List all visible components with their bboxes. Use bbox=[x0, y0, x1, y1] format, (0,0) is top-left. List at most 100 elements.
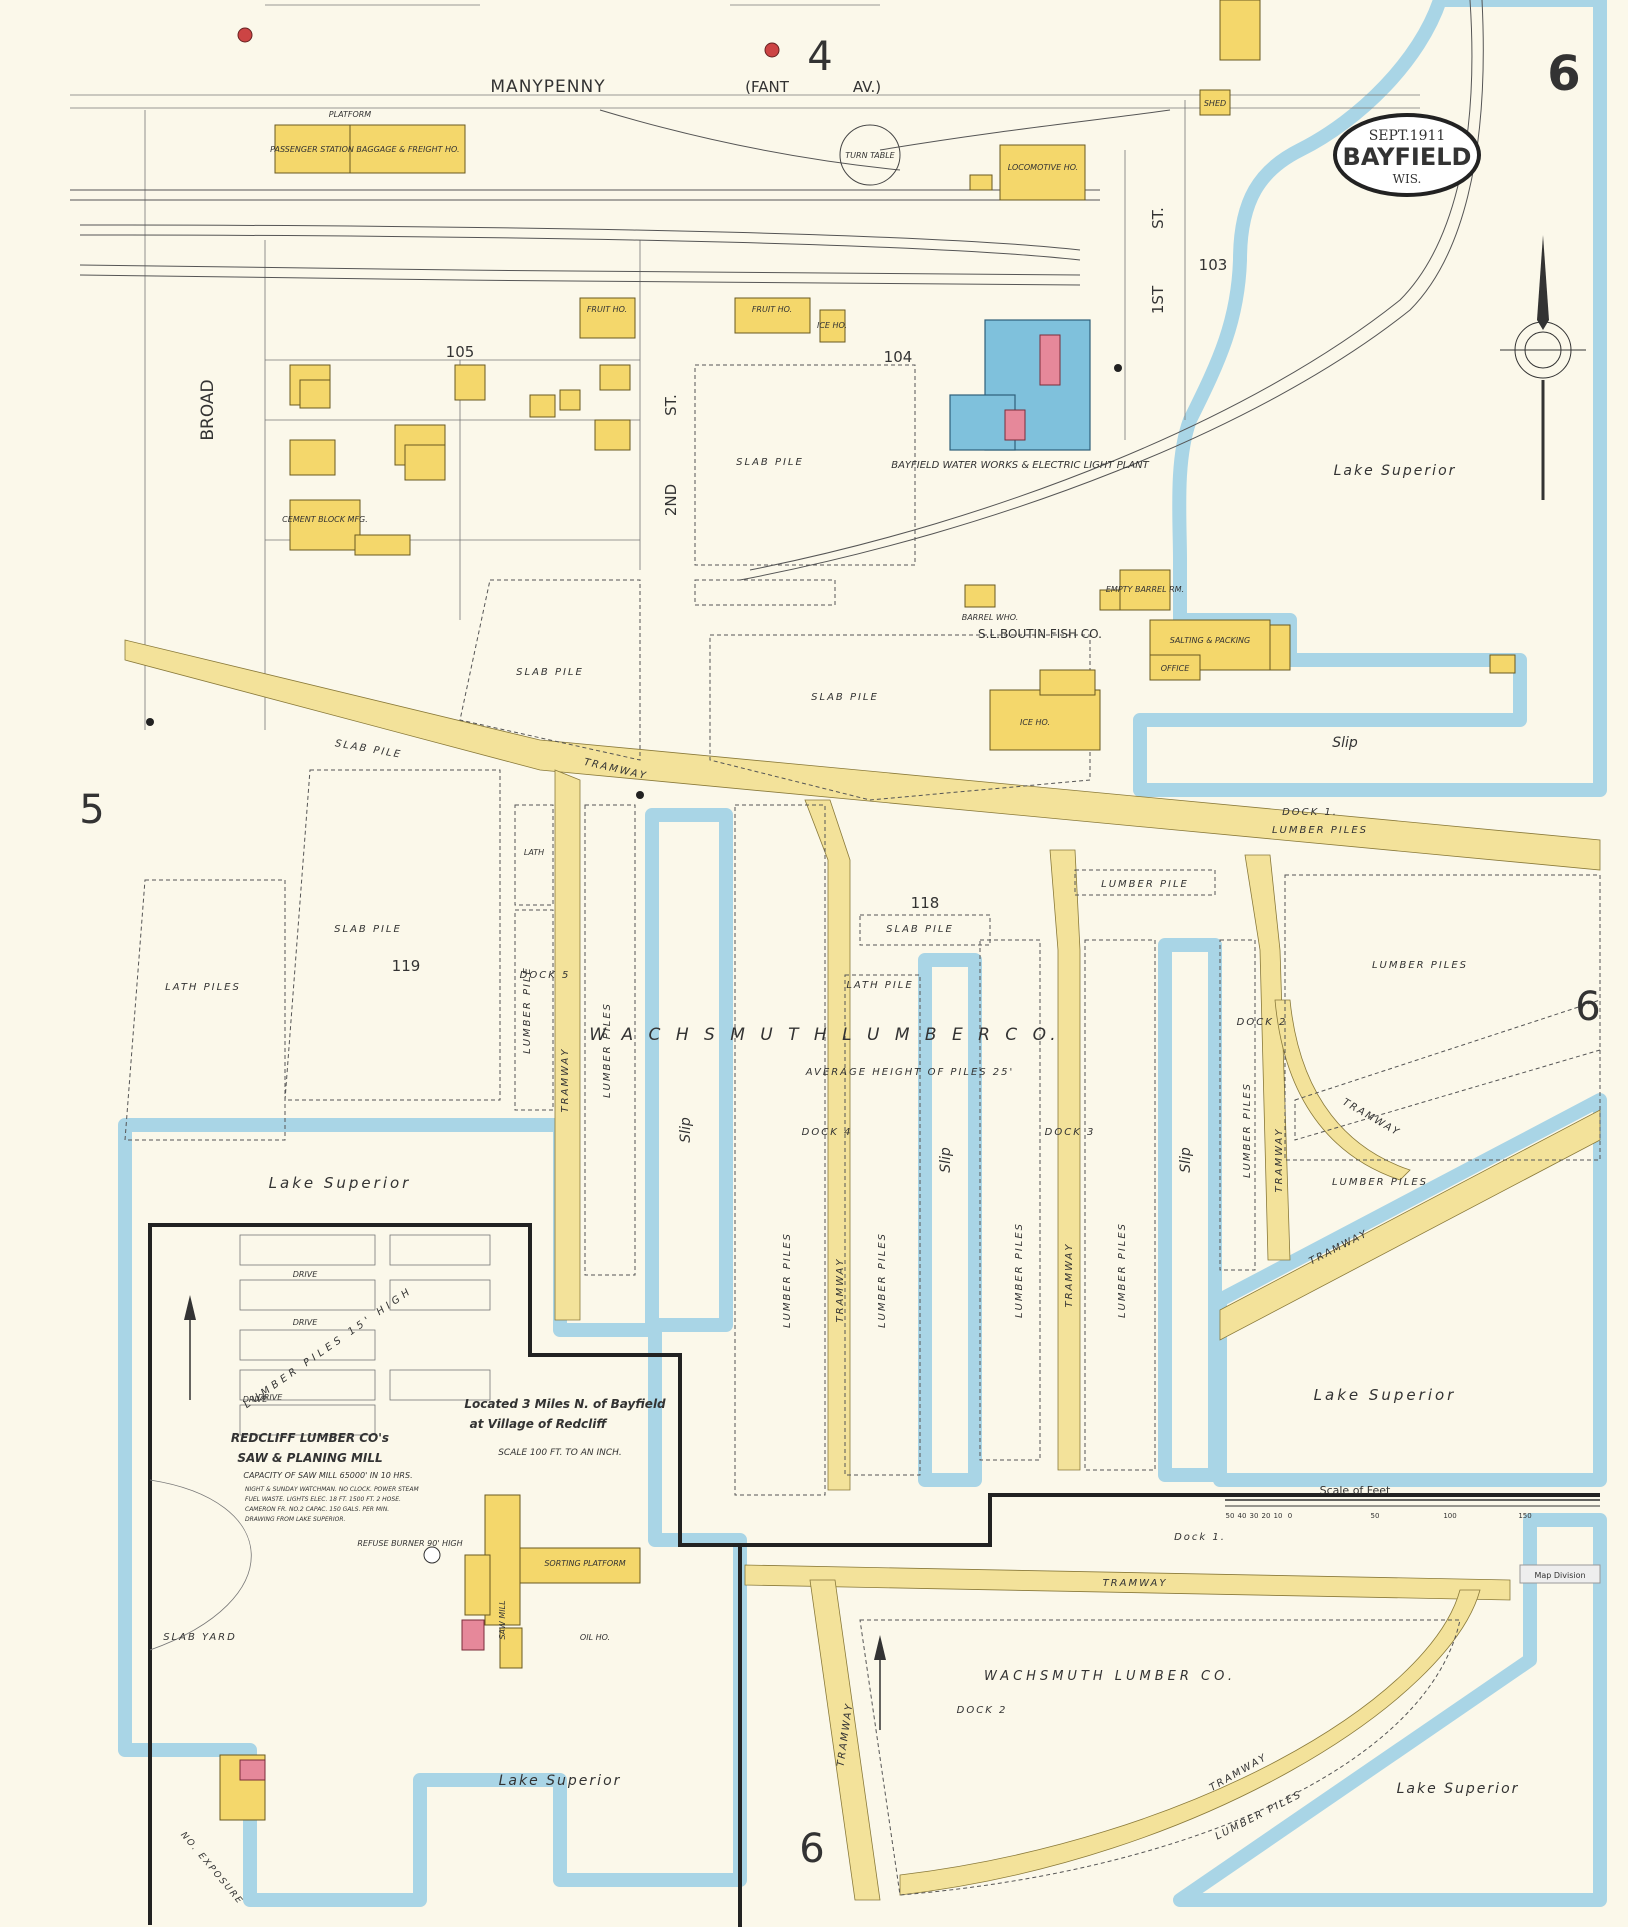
label-fruit-2: FRUIT HO. bbox=[752, 305, 792, 314]
label-slab-yard: SLAB YARD bbox=[163, 1632, 237, 1643]
redcliff-title-2: SAW & PLANING MILL bbox=[237, 1451, 382, 1465]
block-119: 119 bbox=[392, 957, 421, 975]
yard-outlines bbox=[124, 364, 1601, 1896]
label-ice-2: ICE HO. bbox=[1020, 718, 1050, 727]
label-lumber-piles-dock1: LUMBER PILES bbox=[1272, 825, 1368, 836]
scale-tick: 100 bbox=[1443, 1512, 1456, 1520]
label-slab-pile-5: SLAB PILE bbox=[334, 924, 402, 935]
label-tramway-d4: TRAMWAY bbox=[835, 1258, 846, 1323]
street-av: AV.) bbox=[853, 78, 881, 96]
label-fruit-1: FRUIT HO. bbox=[587, 305, 627, 314]
sorting-platform bbox=[519, 1547, 641, 1584]
redcliff-title-1: REDCLIFF LUMBER CO's bbox=[231, 1431, 389, 1445]
label-tramway-curve: TRAMWAY bbox=[1340, 1097, 1402, 1139]
adjacent-sheet-top: 4 bbox=[807, 34, 832, 80]
lake-inset-bottom bbox=[1173, 1513, 1607, 1907]
map-division-stamp bbox=[1519, 1564, 1601, 1584]
locomotive-house bbox=[999, 144, 1086, 201]
cement-block-mfg bbox=[289, 499, 361, 551]
label-locomotive: LOCOMOTIVE HO. bbox=[1008, 163, 1078, 172]
scale-of-feet bbox=[1225, 1499, 1600, 1507]
inset2-company: WACHSMUTH LUMBER CO. bbox=[984, 1669, 1236, 1684]
slip-2 bbox=[918, 953, 982, 1487]
street-fant: (FANT bbox=[745, 78, 790, 96]
label-ice-1: ICE HO. bbox=[817, 321, 847, 330]
lake-shoreline-main bbox=[1133, 0, 1607, 797]
label-water-works: BAYFIELD WATER WORKS & ELECTRIC LIGHT PL… bbox=[891, 460, 1149, 471]
label-slip-ne: Slip bbox=[1332, 735, 1358, 751]
label-cement: CEMENT BLOCK MFG. bbox=[282, 515, 368, 524]
label-empty-barrel: EMPTY BARREL RM. bbox=[1106, 585, 1184, 594]
label-lumber-piles-d4a: LUMBER PILES bbox=[782, 1232, 793, 1328]
buildings bbox=[219, 0, 1516, 1821]
redcliff-inset-border bbox=[148, 1223, 1600, 1925]
refuse-burner-marker bbox=[423, 1546, 441, 1564]
label-lumber-piles-right: LUMBER PILES bbox=[1372, 960, 1468, 971]
street-1st-st: ST. bbox=[1149, 207, 1167, 229]
label-slab-pile-3: SLAB PILE bbox=[811, 692, 879, 703]
block-105: 105 bbox=[446, 343, 475, 361]
baggage-freight-house bbox=[349, 124, 466, 174]
passenger-station bbox=[274, 124, 351, 174]
fruit-house-1 bbox=[579, 297, 636, 339]
label-drive-4: DRIVE bbox=[243, 1395, 269, 1404]
block-104: 104 bbox=[884, 348, 913, 366]
label-turntable: TURN TABLE bbox=[845, 151, 895, 160]
label-salting: SALTING & PACKING bbox=[1170, 636, 1251, 645]
scale-tick: 10 bbox=[1274, 1512, 1283, 1520]
label-tramway-d5: TRAMWAY bbox=[560, 1048, 571, 1113]
ice-house-1 bbox=[819, 309, 846, 343]
block-118: 118 bbox=[911, 894, 940, 912]
label-platform: PLATFORM bbox=[329, 110, 372, 119]
scale-tick: 40 bbox=[1238, 1512, 1247, 1520]
label-oil-ho: OIL HO. bbox=[580, 1633, 610, 1642]
label-lake-superior-e: Lake Superior bbox=[1314, 1386, 1457, 1404]
barrel-warehouse bbox=[964, 584, 996, 608]
label-slip-2: Slip bbox=[938, 1147, 954, 1173]
scale-tick: 50 bbox=[1371, 1512, 1380, 1520]
street-manypenny: MANYPENNY bbox=[490, 77, 605, 97]
fruit-house-2 bbox=[734, 297, 811, 334]
label-lumber-piles-d5: LUMBER PILES bbox=[602, 1002, 613, 1098]
label-slab-pile-4: SLAB PILE bbox=[334, 738, 403, 761]
label-passenger: PASSENGER STATION bbox=[270, 145, 354, 154]
street-1st: 1ST bbox=[1149, 285, 1167, 314]
street-broad: BROAD bbox=[198, 379, 218, 440]
label-company: W A C H S M U T H L U M B E R C O. bbox=[589, 1025, 1060, 1045]
label-lumber-piles-d2: LUMBER PILES bbox=[1242, 1082, 1253, 1178]
scale-title: Scale of Feet bbox=[1320, 1484, 1391, 1497]
label-dock4: DOCK 4 bbox=[802, 1127, 853, 1138]
map-division: Map Division bbox=[1534, 1571, 1585, 1580]
inset2-lake: Lake Superior bbox=[1397, 1781, 1520, 1797]
label-lumber-piles-tramway-r: LUMBER PILES bbox=[1332, 1177, 1428, 1188]
street-2nd-st: ST. bbox=[662, 394, 680, 416]
adjacent-sheet-left: 5 bbox=[79, 787, 104, 833]
label-lath-pile: LATH PILE bbox=[846, 980, 913, 991]
label-lath-piles: LATH PILES bbox=[165, 982, 241, 993]
label-baggage: BAGGAGE & FREIGHT HO. bbox=[356, 145, 459, 154]
label-slab-pile-1: SLAB PILE bbox=[736, 457, 804, 468]
label-exposure: NO. EXPOSURE bbox=[178, 1830, 245, 1907]
label-barrel: BARREL WHO. bbox=[962, 613, 1019, 622]
inset2-tramway: TRAMWAY bbox=[1103, 1578, 1168, 1589]
redcliff-drives bbox=[149, 1234, 491, 1651]
label-office: OFFICE bbox=[1161, 664, 1190, 673]
office bbox=[1149, 654, 1201, 681]
redcliff-located: Located 3 Miles N. of Bayfield bbox=[464, 1397, 666, 1411]
adjacent-sheet-bottom: 6 bbox=[799, 1826, 824, 1872]
label-slip-3: Slip bbox=[1178, 1147, 1194, 1173]
label-lumber-piles-d3b: LUMBER PILES bbox=[1117, 1222, 1128, 1318]
label-dock5: DOCK 5 bbox=[520, 970, 571, 981]
ice-house-2 bbox=[989, 689, 1101, 751]
slip-1 bbox=[645, 808, 733, 1332]
label-lumber-pile: LUMBER PILE bbox=[1101, 879, 1189, 890]
tramways bbox=[124, 639, 1601, 1901]
label-slab-pile-6: SLAB PILE bbox=[886, 924, 954, 935]
hydrant-markers bbox=[146, 27, 1122, 799]
label-tramway-d2: TRAMWAY bbox=[1274, 1128, 1285, 1193]
north-arrow-icon bbox=[184, 1295, 886, 1730]
label-drive-2: DRIVE bbox=[293, 1318, 319, 1327]
label-sorting-platform: SORTING PLATFORM bbox=[544, 1559, 625, 1568]
label-dock1: DOCK 1. bbox=[1282, 807, 1338, 818]
